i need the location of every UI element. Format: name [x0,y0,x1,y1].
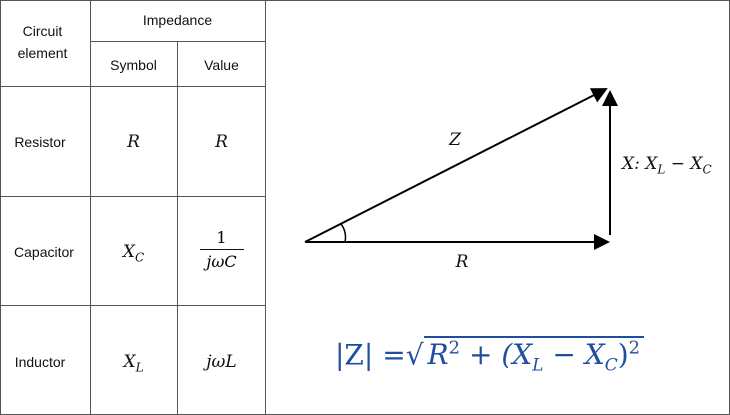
divider [0,196,265,197]
header-impedance: Impedance [142,12,213,28]
divider [90,41,265,42]
divider [265,0,266,414]
divider [177,41,178,414]
z-label: Z [449,130,461,150]
row-value: jωL [206,352,237,372]
row-symbol: XL [123,352,144,375]
row-symbol: R [127,132,140,152]
row-element: Resistor [14,134,66,150]
header-symbol: Symbol [110,57,157,73]
row-symbol: XC [122,242,145,265]
impedance-magnitude-formula: |Z| =√R2 + (XL − XC)2 [335,336,645,376]
angle-arc [340,223,347,243]
header-circuit-element: Circuit element [17,23,68,61]
header-value: Value [204,57,239,73]
divider [0,86,265,87]
row-value: R [215,132,228,152]
x-label: X: XL − XC [622,154,712,177]
row-element: Inductor [14,354,66,370]
divider [0,305,265,306]
row-element: Capacitor [14,244,74,260]
z-vector-arrow [304,88,608,243]
r-label: R [455,252,469,272]
divider [90,0,91,414]
